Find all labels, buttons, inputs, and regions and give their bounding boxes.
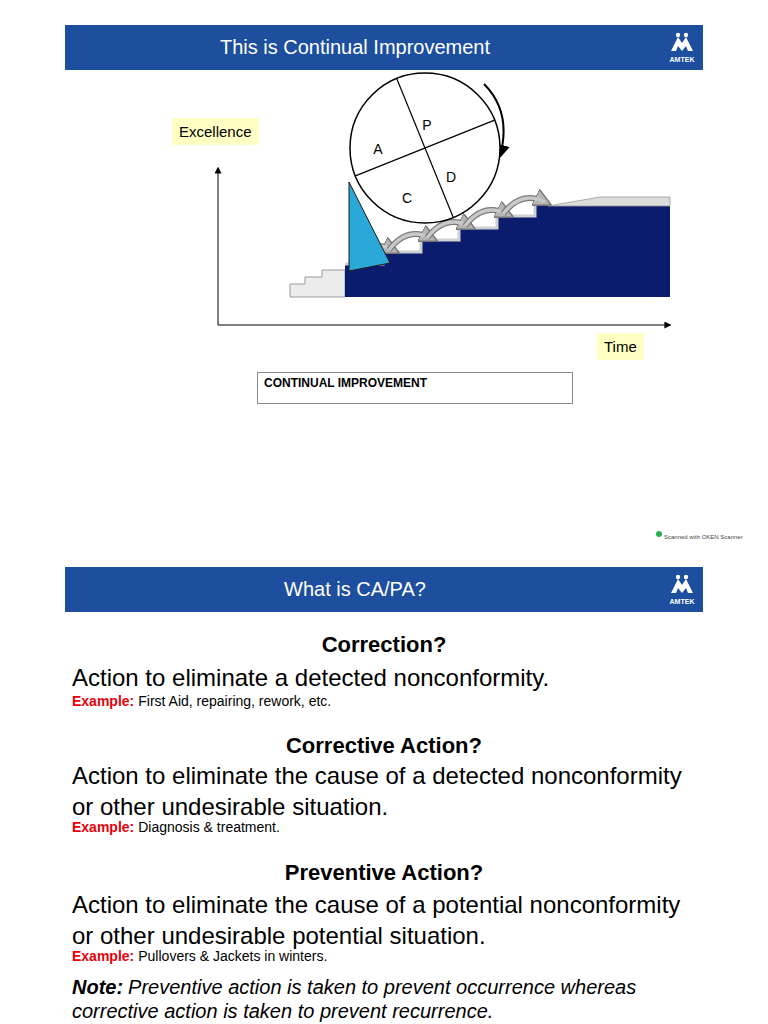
example-text: First Aid, repairing, rework, etc. [138, 693, 331, 709]
quadrant-letter: P [422, 117, 431, 133]
text-line: Correction? [0, 632, 768, 660]
step-arrow-highlight [503, 198, 545, 214]
step-arrow-highlight [427, 222, 469, 238]
watermark-icon [656, 531, 662, 537]
text-line: Preventive Action? [0, 860, 768, 888]
definition-text: Action to eliminate the cause of a detec… [72, 762, 682, 820]
quadrant-letter: A [373, 141, 382, 157]
node-text: Time [604, 338, 637, 355]
y-axis [218, 168, 219, 325]
x-axis [218, 325, 670, 326]
text-line: Action to eliminate a detected nonconfor… [72, 664, 712, 695]
example-tag: Example: [72, 693, 134, 709]
text-line: Example:Pullovers & Jackets in winters. [72, 947, 712, 965]
example-text: Diagnosis & treatment. [138, 819, 280, 835]
node-text: Excellence [179, 123, 252, 140]
text-line: Action to eliminate the cause of a poten… [72, 891, 684, 953]
step-arrow [427, 222, 469, 238]
note-text: Preventive action is taken to prevent oc… [72, 976, 636, 1022]
logo-text: AMTEK [670, 598, 695, 605]
example-tag: Example: [72, 948, 134, 964]
axis-label-box: Time [597, 333, 644, 360]
definition-text: Action to eliminate a detected nonconfor… [72, 664, 549, 691]
node-text: CONTINUAL IMPROVEMENT [264, 376, 427, 390]
step-arrow [389, 234, 431, 250]
title-bar: This is Continual Improvement [65, 25, 703, 70]
definition-text: Action to eliminate the cause of a poten… [72, 891, 680, 949]
quadrant-letter: D [446, 169, 456, 185]
axis-label-box: Excellence [172, 118, 259, 145]
text-line: Action to eliminate the cause of a detec… [72, 762, 684, 824]
text-line: Corrective Action? [0, 733, 768, 761]
wheel-outline [349, 72, 501, 224]
step-arrow [465, 210, 507, 226]
staircase [345, 206, 670, 297]
step-arrow-highlight [465, 210, 507, 226]
text-line: AMTEK [660, 594, 704, 606]
title-bar: What is CA/PA? [65, 567, 703, 612]
example-tag: Example: [72, 819, 134, 835]
section-heading: Preventive Action? [285, 860, 483, 885]
note-tag: Note: [72, 976, 123, 998]
section-heading: Corrective Action? [286, 733, 482, 758]
text-line: Example:Diagnosis & treatment. [72, 818, 712, 836]
text-line: Note:Preventive action is taken to preve… [72, 976, 722, 1024]
step-arrow [503, 198, 545, 214]
wheel-circle [350, 73, 500, 223]
text-line: Example:First Aid, repairing, rework, et… [72, 692, 712, 710]
logo-text: AMTEK [670, 56, 695, 63]
node-text: What is CA/PA? [284, 578, 426, 601]
step-arrow-highlight [389, 234, 431, 250]
example-text: Pullovers & Jackets in winters. [138, 948, 327, 964]
pdca-wheel: P A D C [349, 72, 501, 224]
text-line: AMTEK [660, 52, 704, 64]
watermark: Scanned with OKEN Scanner [664, 534, 743, 540]
text-line: Scanned with OKEN Scanner [664, 530, 764, 541]
quadrant-letter: C [402, 190, 412, 206]
node-text: This is Continual Improvement [220, 36, 490, 59]
top-platform [548, 197, 670, 206]
caption-box: CONTINUAL IMPROVEMENT [257, 372, 573, 404]
section-heading: Correction? [322, 632, 447, 657]
gray-steps [290, 270, 345, 297]
